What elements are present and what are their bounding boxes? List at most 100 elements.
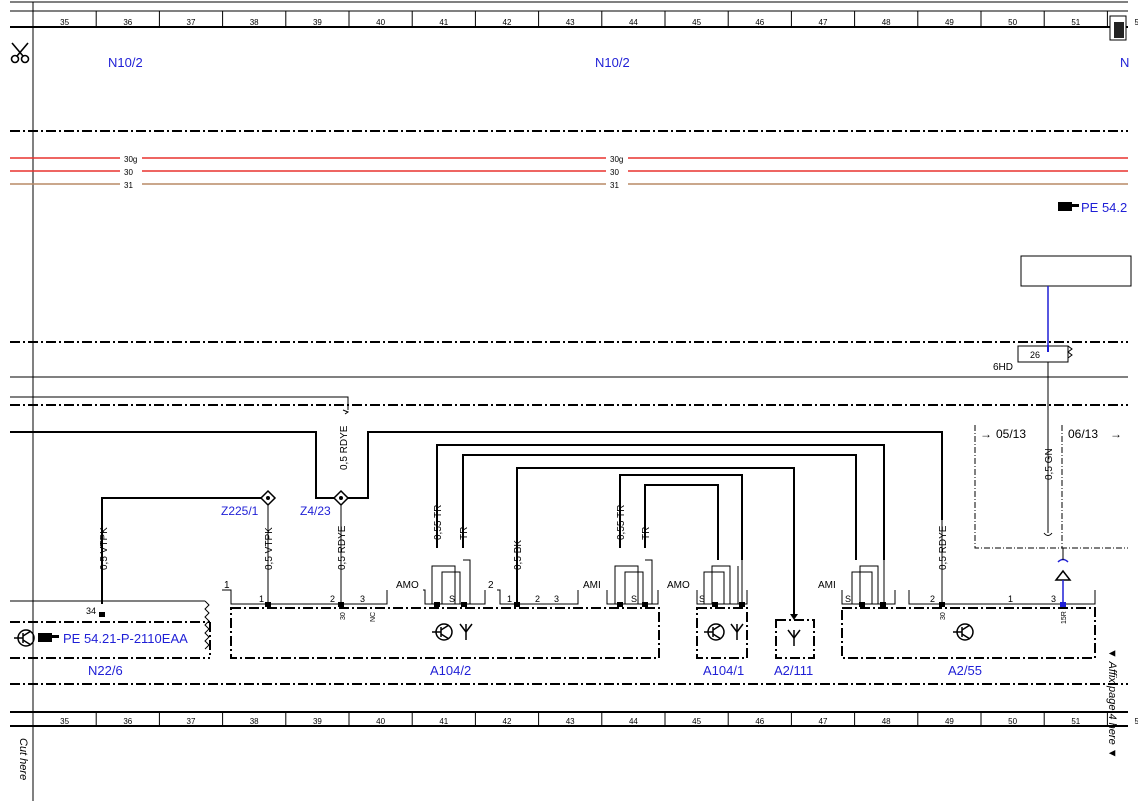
pin-a255-s: S (845, 594, 851, 604)
connector-z4-label[interactable]: Z4/23 (300, 504, 331, 518)
label-n10-2-mid: N10/2 (595, 55, 630, 70)
connector-z225-icon (259, 489, 277, 507)
arrow-right-icon-2: → (1110, 427, 1122, 441)
bottom-ruler-column-label: 43 (566, 717, 575, 726)
bus-label-30: 30 (124, 168, 133, 177)
bottom-ruler-column-label: 51 (1071, 717, 1080, 726)
page-ref-box: → 05/13 06/13 → (974, 425, 1128, 549)
bottom-ruler-column-label: 52 (1135, 717, 1138, 726)
top-ruler-column-label: 45 (692, 18, 701, 27)
wire-label-rdye-z4: 0,5 RDYE (337, 525, 348, 570)
pin-a255-2: 2 (930, 594, 935, 604)
label-6hd: 6HD (993, 362, 1013, 373)
component-a2-111[interactable]: A2/111 (774, 614, 815, 678)
pin-a255-1: 1 (1008, 594, 1013, 604)
wire-label-tr-055-a: 0,55 TR (433, 505, 444, 540)
bus-label-30g: 30g (124, 155, 137, 164)
pin-a255-ami: AMI (818, 580, 836, 591)
pin-a104-b3: 3 (554, 594, 559, 604)
pin-a104-ami: AMI (583, 580, 601, 591)
component-a104-1[interactable]: AMO S A104/1 (667, 580, 748, 678)
power-bus: 30g 30 31 30g 30 31 (10, 154, 1128, 190)
top-ruler-column-label: 43 (566, 18, 575, 27)
pin-26: 26 (1030, 350, 1040, 360)
pin-a104-nc: NC (370, 612, 377, 622)
pin-a255-30: 30 (940, 612, 947, 620)
pe-ref-top-right-text[interactable]: PE 54.2 (1081, 200, 1127, 215)
top-ruler-column-label: 50 (1008, 18, 1017, 27)
transistor-icon-a2-55 (953, 623, 974, 641)
pin-a104-2: 2 (330, 594, 335, 604)
component-label-a104-1[interactable]: A104/1 (703, 663, 744, 678)
label-n10-2-left: N10/2 (108, 55, 143, 70)
wire-label-tr-a: TR (459, 527, 470, 540)
component-a104-2[interactable]: 1 1 2 3 30 NC AMO S 2 1 2 3 AMI S A104/2 (222, 580, 660, 678)
antenna-icon-a104-1 (730, 623, 744, 640)
wire-label-gn: 0,5 GN (1044, 448, 1055, 480)
wire-label-tr-b: TR (641, 527, 652, 540)
top-ruler-column-label: 44 (629, 18, 638, 27)
top-ruler-column-label: 51 (1071, 18, 1080, 27)
pin-a255-3: 3 (1051, 594, 1056, 604)
bottom-ruler: 353637383940414243444546474849505152 (10, 711, 1138, 727)
bottom-ruler-column-label: 37 (187, 717, 196, 726)
pin-a104-amo: AMO (396, 580, 419, 591)
component-label-n22-6[interactable]: N22/6 (88, 663, 123, 678)
pin-n22-34: 34 (86, 606, 96, 616)
component-a2-55[interactable]: AMI S 2 1 3 30 15R A2/55 (818, 580, 1096, 678)
bottom-ruler-column-label: 48 (882, 717, 891, 726)
connector-z4-icon (332, 489, 350, 507)
page-ref-0513[interactable]: 05/13 (996, 427, 1026, 441)
pin-a104-1: 1 (224, 580, 230, 591)
top-ruler-column-label: 39 (313, 18, 322, 27)
wire-label-tr-055-b: 0,55 TR (616, 505, 627, 540)
antenna-icon-a104-2 (459, 623, 473, 640)
antenna-icon-a2-111 (787, 629, 801, 646)
pointing-hand-icon (1058, 202, 1079, 211)
top-ruler-column-label: 36 (123, 18, 132, 27)
top-ruler-column-label: 40 (376, 18, 385, 27)
component-label-a2-55[interactable]: A2/55 (948, 663, 982, 678)
bus-label-31: 31 (124, 181, 133, 190)
ground-triangle-icon (1054, 548, 1072, 581)
top-ruler-column-label: 47 (819, 18, 828, 27)
bottom-ruler-column-label: 40 (376, 717, 385, 726)
arrow-right-icon: → (980, 427, 992, 441)
page-ref-0613[interactable]: 06/13 (1068, 427, 1098, 441)
scissors-icon (10, 42, 30, 64)
wire-label-vtpk-z225: 0,5 VTPK (264, 527, 275, 570)
pointing-hand-icon-n22 (38, 633, 59, 642)
bus-label-31-mid: 31 (610, 181, 619, 190)
affix-page-text: ▼ Affix page 4 here ▼ (1106, 648, 1118, 759)
top-ruler: 353637383940414243444546474849505152 (10, 1, 1138, 28)
top-ruler-column-label: 52 (1135, 18, 1138, 27)
pin-a104-s1: S (449, 594, 455, 604)
cut-here-text: Cut here (17, 738, 29, 780)
component-label-a104-2[interactable]: A104/2 (430, 663, 471, 678)
pin-a104-3: 3 (360, 594, 365, 604)
wire-label-vtpk-n22: 0,5 VTPK (99, 527, 110, 570)
bottom-ruler-column-label: 35 (60, 717, 69, 726)
wire-thick-main (10, 431, 943, 520)
pin-a104-30: 30 (340, 612, 347, 620)
page-corner-icon (1109, 15, 1127, 41)
pe-ref-top-right[interactable]: PE 54.2 (1058, 200, 1127, 215)
shield-wires (431, 559, 885, 604)
connector-26: 6HD 26 (993, 345, 1073, 373)
component-label-a2-111[interactable]: A2/111 (774, 663, 813, 678)
pin-a104-b1: 1 (507, 594, 512, 604)
bottom-ruler-column-label: 44 (629, 717, 638, 726)
bus-label-30-mid: 30 (610, 168, 619, 177)
top-ruler-column-label: 48 (882, 18, 891, 27)
pin-a104-b2: 2 (535, 594, 540, 604)
pe-ref-n22[interactable]: PE 54.21-P-2110EAA (63, 631, 188, 646)
bottom-ruler-column-label: 41 (439, 717, 448, 726)
pin-a104-s2: S (631, 594, 637, 604)
top-ruler-column-label: 41 (439, 18, 448, 27)
connector-z225-label[interactable]: Z225/1 (221, 504, 259, 518)
transistor-icon-a104-2 (432, 623, 453, 641)
bottom-ruler-column-label: 39 (313, 717, 322, 726)
component-n22-6[interactable]: 34 PE 54.21-P-2110EAA N22/6 (10, 600, 211, 678)
bottom-ruler-column-label: 49 (945, 717, 954, 726)
